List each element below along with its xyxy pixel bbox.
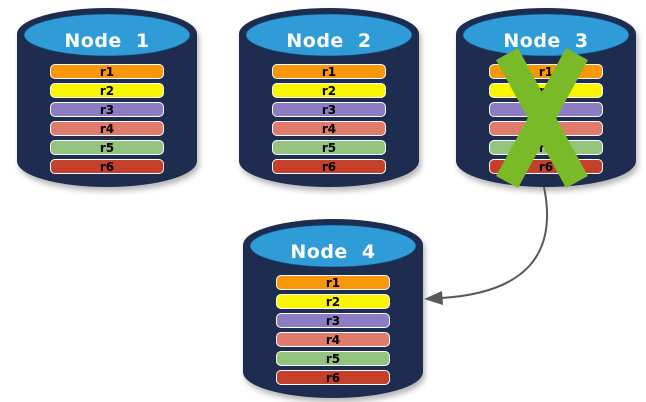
replica-bar-r2: r2 xyxy=(276,294,390,309)
replica-bar-r4: r4 xyxy=(50,121,164,136)
cylinder-top-face xyxy=(249,224,417,268)
node-1: Node 1 r1 r2 r3 r4 r5 r6 xyxy=(16,4,198,189)
node-4: Node 4 r1 r2 r3 r4 r5 r6 xyxy=(242,215,424,400)
arrowhead-icon xyxy=(424,291,443,305)
replica-bar-r3: r3 xyxy=(50,102,164,117)
replica-bar-r5: r5 xyxy=(276,351,390,366)
replica-bar-r2: r2 xyxy=(489,83,603,98)
replica-bar-r5: r5 xyxy=(50,140,164,155)
replica-bar-r5: r5 xyxy=(272,140,386,155)
node-title: Node 3 xyxy=(503,30,589,52)
replica-list: r1 r2 r3 r4 r5 r6 xyxy=(276,275,390,385)
arrow-curve xyxy=(441,186,549,299)
replica-bar-r4: r4 xyxy=(276,332,390,347)
replica-bar-r1: r1 xyxy=(276,275,390,290)
replica-list: r1 r2 r3 r4 r5 r6 xyxy=(50,64,164,174)
cylinder-top-face xyxy=(245,13,413,57)
node-3: Node 3 r1 r2 r3 r4 r5 r6 xyxy=(455,4,637,189)
replica-bar-r2: r2 xyxy=(50,83,164,98)
replica-bar-r6: r6 xyxy=(276,370,390,385)
cylinder-top-face xyxy=(23,13,191,57)
replica-bar-r4: r4 xyxy=(489,121,603,136)
node-title: Node 2 xyxy=(286,30,372,52)
replica-bar-r3: r3 xyxy=(489,102,603,117)
node-title: Node 4 xyxy=(290,241,376,263)
replica-list: r1 r2 r3 r4 r5 r6 xyxy=(489,64,603,174)
replica-bar-r5: r5 xyxy=(489,140,603,155)
replica-bar-r3: r3 xyxy=(272,102,386,117)
node-2: Node 2 r1 r2 r3 r4 r5 r6 xyxy=(238,4,420,189)
replica-bar-r6: r6 xyxy=(489,159,603,174)
replication-arrow xyxy=(424,186,549,305)
node-title: Node 1 xyxy=(64,30,150,52)
replica-bar-r1: r1 xyxy=(50,64,164,79)
replica-bar-r2: r2 xyxy=(272,83,386,98)
replica-bar-r1: r1 xyxy=(489,64,603,79)
replica-bar-r1: r1 xyxy=(272,64,386,79)
replica-bar-r6: r6 xyxy=(272,159,386,174)
replica-list: r1 r2 r3 r4 r5 r6 xyxy=(272,64,386,174)
replica-bar-r6: r6 xyxy=(50,159,164,174)
replica-bar-r3: r3 xyxy=(276,313,390,328)
replica-bar-r4: r4 xyxy=(272,121,386,136)
